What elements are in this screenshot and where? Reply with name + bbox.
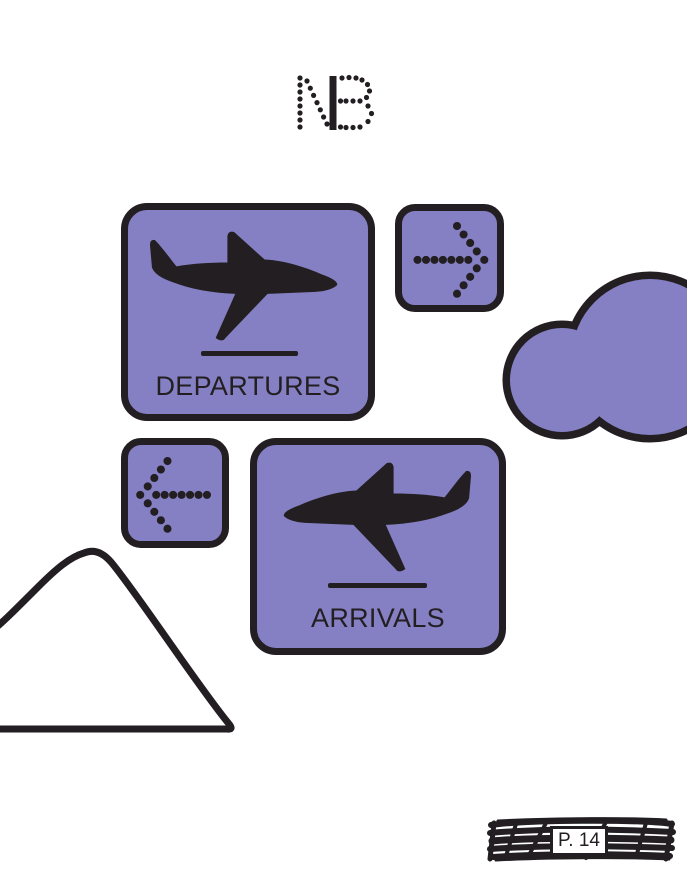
arrow-right-sign — [395, 204, 504, 312]
nb-logo-icon — [297, 74, 375, 131]
arrivals-label: ARRIVALS — [311, 603, 445, 633]
page-badge: P. 14 — [486, 815, 676, 865]
page-number: P. 14 — [550, 826, 608, 856]
plane-taking-off-icon — [149, 231, 338, 341]
cloud-icon — [502, 271, 687, 443]
departures-sign: DEPARTURES — [121, 203, 375, 421]
runway-line — [328, 583, 427, 588]
dotted-arrow-left-icon — [136, 456, 212, 533]
dotted-arrow-right-icon — [413, 221, 489, 298]
arrivals-sign: ARRIVALS — [250, 438, 506, 655]
arrow-left-sign — [121, 438, 229, 548]
plane-landing-icon — [283, 462, 472, 572]
runway-line — [201, 351, 298, 356]
nb-logo: NB — [296, 74, 380, 132]
mountain-icon — [0, 547, 235, 733]
departures-label: DEPARTURES — [155, 371, 341, 401]
